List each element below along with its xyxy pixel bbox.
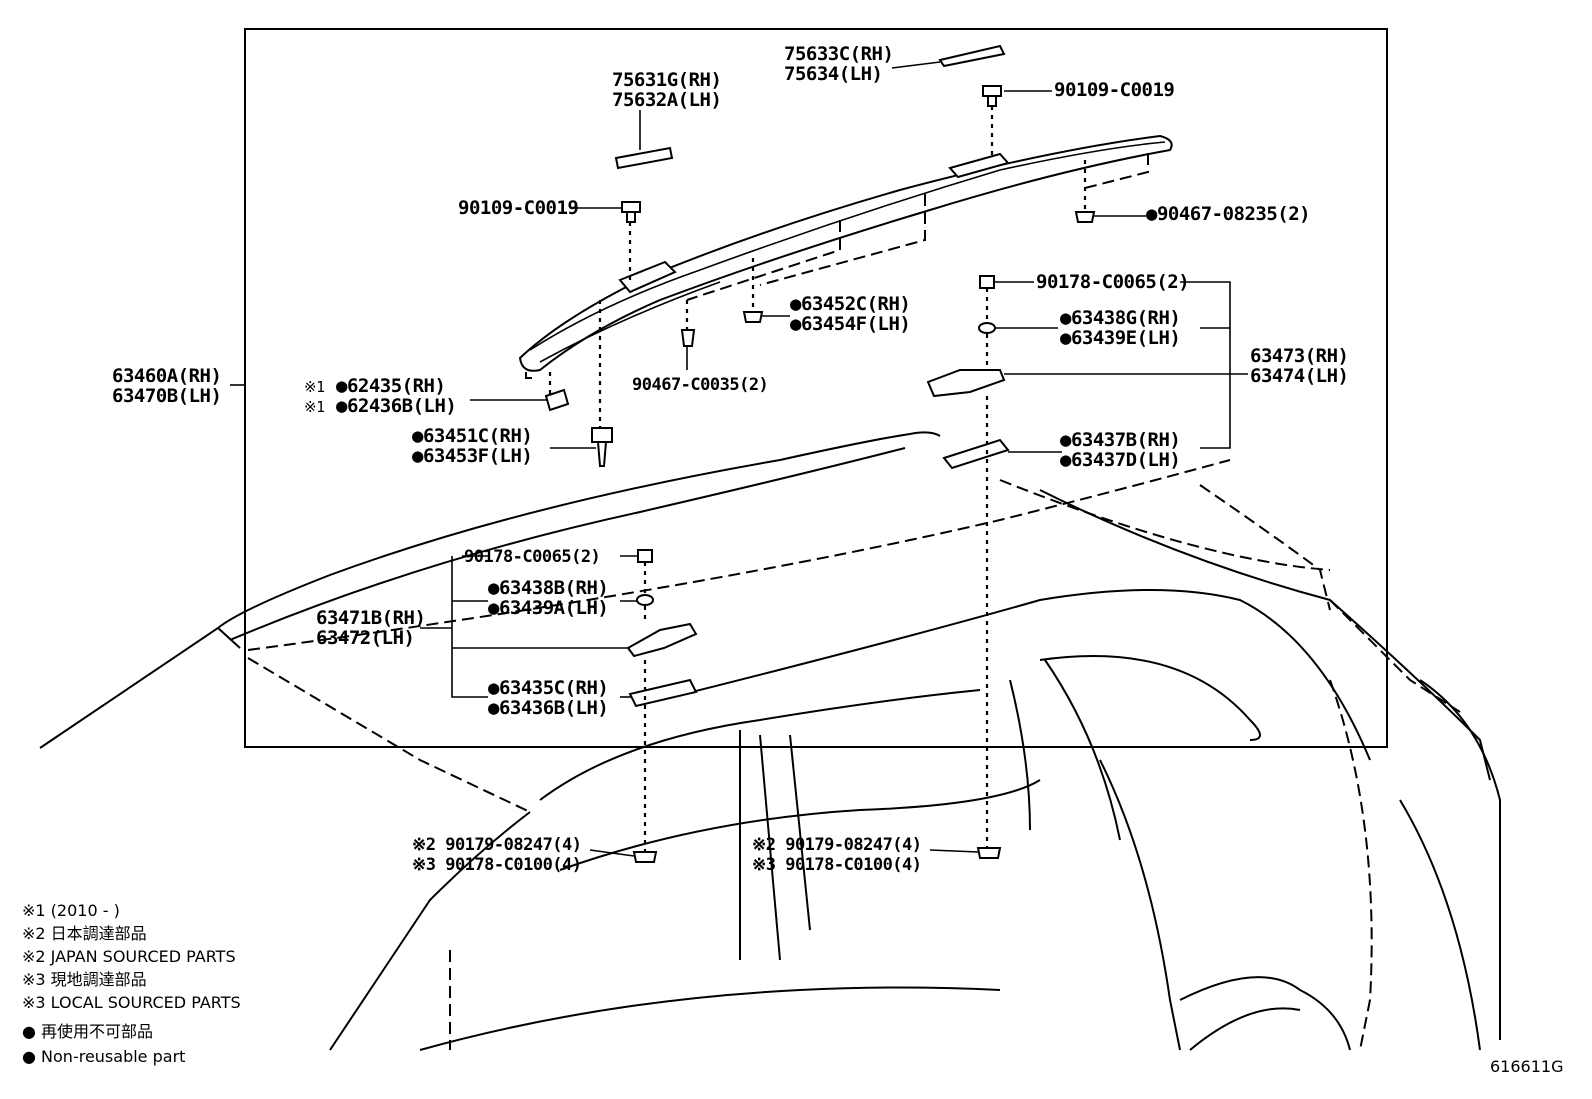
washer-icon <box>978 322 996 334</box>
end-cap-icon <box>544 388 570 412</box>
clip-icon <box>591 427 613 467</box>
diagram-frame <box>244 28 1388 748</box>
label-62436b: ●62436B(LH) <box>336 395 456 417</box>
label-nut-right-a: ※2 90179-08247(4) <box>752 835 922 855</box>
rail-cover-front-icon <box>614 146 674 170</box>
label-63435c: ●63435C(RH) <box>488 677 608 699</box>
roof-rail-assembly <box>518 134 1173 379</box>
note-line: ※1 (2010 - ) <box>22 901 120 920</box>
label-nut-right-b: ※3 90178-C0100(4) <box>752 855 922 875</box>
nut-icon <box>632 851 658 863</box>
label-63438b: ●63438B(RH) <box>488 577 608 599</box>
label-63439a: ●63439A(LH) <box>488 597 608 619</box>
nut-icon <box>979 275 995 289</box>
label-90178-c0065-left: 90178-C0065(2) <box>464 547 600 567</box>
note-line: ● 再使用不可部品 <box>22 1022 153 1041</box>
bolt-icon <box>982 85 1002 107</box>
clip-icon <box>742 311 764 323</box>
rear-leg-bracket-icon <box>926 369 1006 398</box>
note-line: ※3 現地調達部品 <box>22 970 147 989</box>
clip-icon <box>680 329 696 347</box>
label-63472: 63472(LH) <box>316 627 414 649</box>
rail-cover-rear-icon <box>938 44 1006 68</box>
label-nut-left-b: ※3 90178-C0100(4) <box>412 855 582 875</box>
gasket-icon <box>628 678 698 708</box>
gasket-icon <box>942 438 1010 470</box>
label-90467-c0035: 90467-C0035(2) <box>632 375 768 395</box>
label-63439e: ●63439E(LH) <box>1060 327 1180 349</box>
nut-icon <box>1074 211 1096 223</box>
label-90109-c0019-right: 90109-C0019 <box>1054 79 1174 101</box>
label-90467-08235: ●90467-08235(2) <box>1146 203 1310 225</box>
label-75632a: 75632A(LH) <box>612 89 721 111</box>
note-line: ※2 JAPAN SOURCED PARTS <box>22 947 236 966</box>
label-63437b: ●63437B(RH) <box>1060 429 1180 451</box>
figure-id: 616611G <box>1490 1057 1563 1076</box>
label-63436b: ●63436B(LH) <box>488 697 608 719</box>
label-62435: ●62435(RH) <box>336 375 445 397</box>
label-75633c: 75633C(RH) <box>784 43 893 65</box>
note-line: ● Non-reusable part <box>22 1047 185 1066</box>
front-leg-bracket-icon <box>626 622 698 658</box>
label-63452c: ●63452C(RH) <box>790 293 910 315</box>
label-63451c: ●63451C(RH) <box>412 425 532 447</box>
label-63454f: ●63454F(LH) <box>790 313 910 335</box>
note-line: ※2 日本調達部品 <box>22 924 147 943</box>
label-90178-c0065-right: 90178-C0065(2) <box>1036 271 1189 293</box>
label-75634: 75634(LH) <box>784 63 882 85</box>
vehicle-body-outline <box>39 431 1501 1051</box>
label-63438g: ●63438G(RH) <box>1060 307 1180 329</box>
label-90109-c0019-left: 90109-C0019 <box>458 197 578 219</box>
nut-icon <box>637 549 653 563</box>
bolt-icon <box>621 201 641 223</box>
part-labels: 75633C(RH) 75634(LH) 75631G(RH) 75632A(L… <box>112 43 1349 875</box>
note-line: ※3 LOCAL SOURCED PARTS <box>22 993 241 1012</box>
label-63453f: ●63453F(LH) <box>412 445 532 467</box>
notes-legend: ※1 (2010 - ) ※2 日本調達部品 ※2 JAPAN SOURCED … <box>22 901 241 1066</box>
label-nut-left-a: ※2 90179-08247(4) <box>412 835 582 855</box>
label-note1-mark-a: ※1 <box>304 378 325 396</box>
label-63471b: 63471B(RH) <box>316 607 425 629</box>
nut-icon <box>976 847 1002 859</box>
label-note1-mark-b: ※1 <box>304 398 325 416</box>
label-63473: 63473(RH) <box>1250 345 1348 367</box>
label-63470b: 63470B(LH) <box>112 385 221 407</box>
label-63437d: ●63437D(LH) <box>1060 449 1180 471</box>
leader-lines <box>230 61 1248 857</box>
washer-icon <box>636 594 654 606</box>
label-63474: 63474(LH) <box>1250 365 1348 387</box>
label-75631g: 75631G(RH) <box>612 69 721 91</box>
assembly-guide-lines <box>548 106 1149 852</box>
label-63460a: 63460A(RH) <box>112 365 221 387</box>
